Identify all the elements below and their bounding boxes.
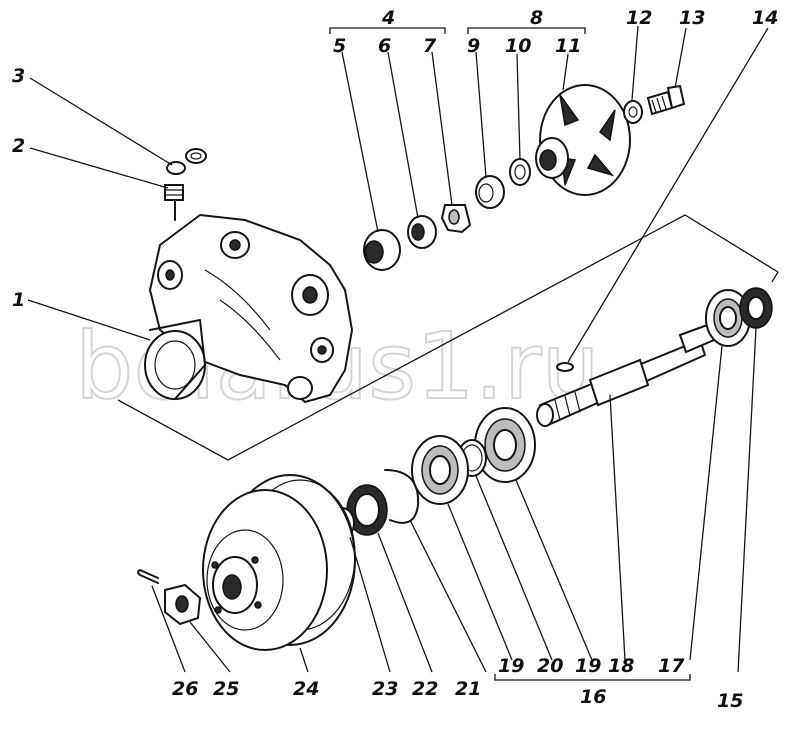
- part-12-washer: [623, 100, 643, 124]
- part-7-lock-washer: [440, 204, 472, 234]
- part-21-snap-ring: [384, 469, 420, 524]
- callout-4: 4: [381, 7, 395, 29]
- callout-15: 15: [717, 690, 743, 712]
- leader-lines: [27, 25, 769, 673]
- callout-18: 18: [608, 655, 634, 677]
- callout-20: 20: [537, 655, 563, 677]
- callout-9: 9: [467, 35, 480, 57]
- callout-5: 5: [333, 35, 346, 57]
- bracket-4: [329, 27, 446, 34]
- callout-1: 1: [12, 289, 25, 311]
- callout-2: 2: [12, 135, 25, 157]
- callout-24: 24: [293, 678, 319, 700]
- callout-14: 14: [752, 7, 778, 29]
- part-9-bushing: [475, 175, 505, 209]
- part-3-cap: [166, 148, 207, 175]
- bracket-16: [494, 674, 691, 681]
- callout-8: 8: [530, 7, 543, 29]
- callouts: 3 2 1 4 8 5 6 7 9 10 11 12 13 14 15 16 1…: [12, 7, 778, 712]
- part-17-bearing: [705, 289, 751, 347]
- callout-22: 22: [412, 678, 438, 700]
- callout-7: 7: [423, 35, 437, 57]
- callout-3: 3: [12, 65, 25, 87]
- callout-25: 25: [213, 678, 239, 700]
- part-13-bolt: [646, 84, 686, 116]
- part-5-seal-cup: [363, 229, 401, 271]
- part-18-shaft: [536, 322, 716, 427]
- callout-13: 13: [679, 7, 705, 29]
- callout-21: 21: [455, 678, 481, 700]
- bracket-8: [467, 27, 586, 34]
- callout-23: 23: [372, 678, 398, 700]
- callout-26: 26: [172, 678, 198, 700]
- callout-17: 17: [658, 655, 685, 677]
- part-10-washer: [509, 158, 531, 186]
- part-24-pulley: [202, 474, 356, 651]
- callout-16: 16: [580, 686, 606, 708]
- part-11-impeller: [535, 84, 631, 196]
- callout-6: 6: [378, 35, 391, 57]
- callout-12: 12: [626, 7, 652, 29]
- callout-19a: 19: [498, 655, 524, 677]
- part-19-bearing-right: [474, 407, 536, 483]
- part-2-grease-fitting: [164, 184, 184, 201]
- callout-10: 10: [505, 35, 531, 57]
- part-6-seal-ring: [407, 215, 437, 249]
- part-19-bearing-left: [411, 435, 469, 505]
- part-26-cotter-pin: [137, 569, 159, 584]
- part-15-seal: [739, 287, 773, 329]
- callout-11: 11: [555, 35, 581, 57]
- callout-19b: 19: [575, 655, 601, 677]
- part-14-key: [556, 362, 574, 372]
- assembly-lines: [117, 214, 779, 461]
- part-1-housing: [144, 199, 354, 404]
- part-25-castle-nut: [164, 583, 202, 626]
